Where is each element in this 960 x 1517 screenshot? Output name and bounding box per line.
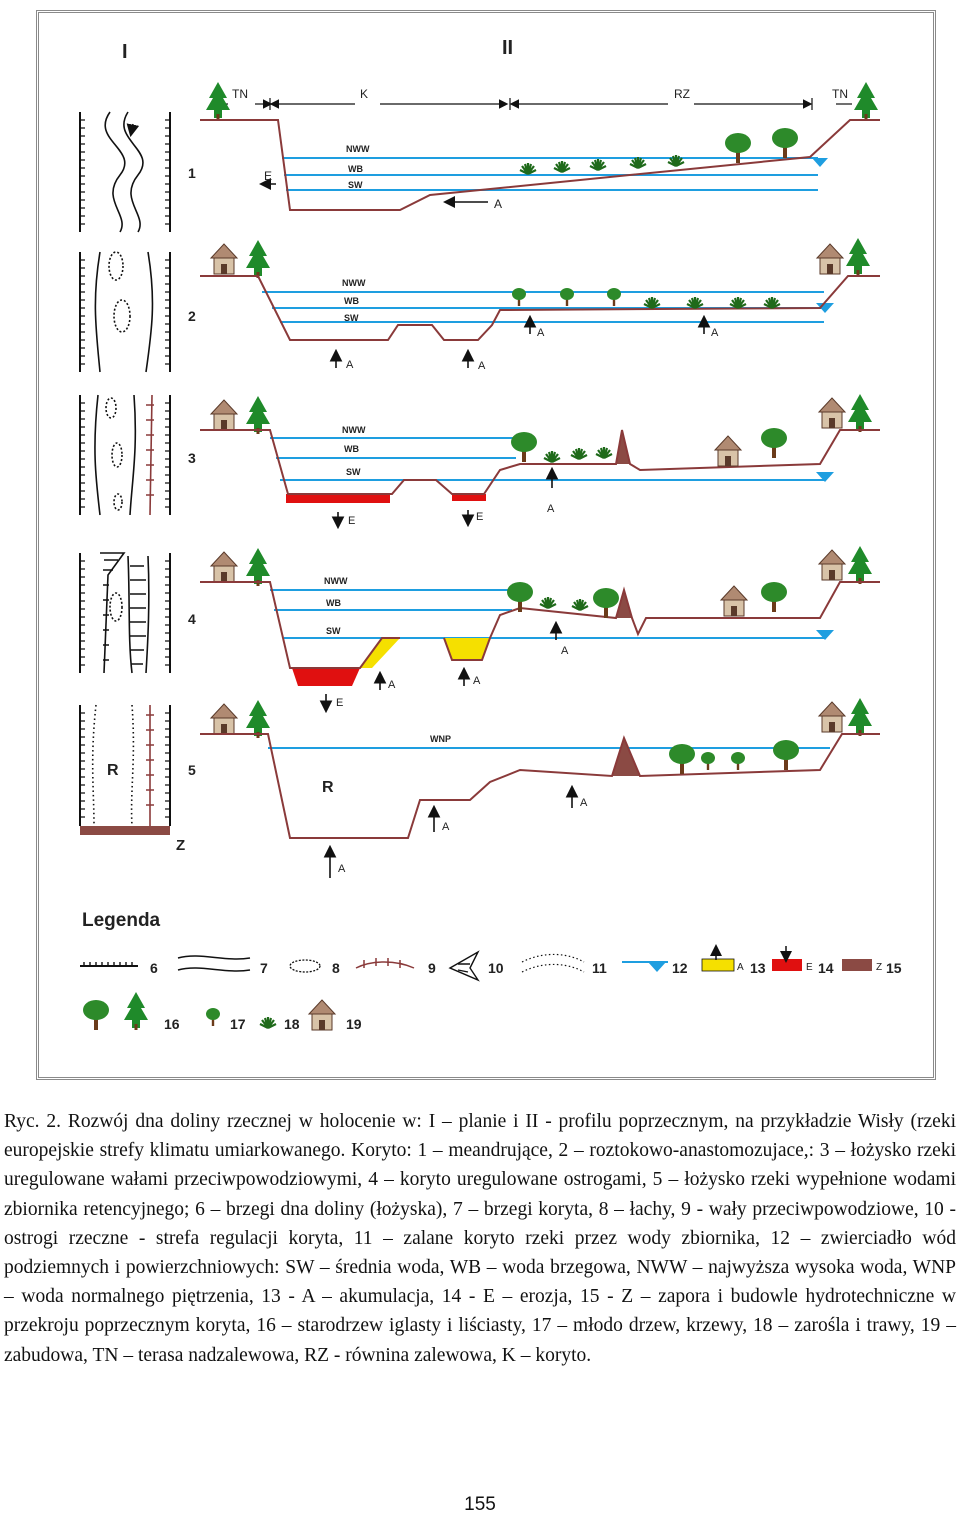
legend-num-11: 11 <box>592 960 607 976</box>
row3-erosion-2: E <box>476 511 483 523</box>
plan-view-5 <box>79 704 171 835</box>
valley-diagram: I II TN K RZ TN 1 2 3 4 5 <box>79 37 902 1032</box>
row1-erosion-label: E <box>264 169 272 183</box>
legend-letter-13: A <box>737 962 744 973</box>
zone-terrace-left: TN <box>232 87 248 101</box>
zone-channel: K <box>360 87 368 101</box>
legend-num-18: 18 <box>284 1016 300 1032</box>
old-trees-icon <box>83 992 148 1030</box>
row1-accum-label: A <box>494 197 502 211</box>
profile-row-2: A A A A NWW WB SW <box>200 238 880 372</box>
row1-sw-label: SW <box>348 180 363 190</box>
row3-nww-label: NWW <box>342 425 366 435</box>
row2-accum-4: A <box>711 327 719 339</box>
row4-accum-2: A <box>473 675 481 687</box>
water-table-icon <box>622 961 668 972</box>
row2-accum-3: A <box>537 327 545 339</box>
legend-num-19: 19 <box>346 1016 362 1032</box>
row2-accum-1: A <box>346 359 354 371</box>
row4-accum-1: A <box>388 679 396 691</box>
plan-view-1 <box>79 111 171 233</box>
plan-view-4 <box>79 552 171 674</box>
profile-row-3: A E E NWW WB SW <box>200 394 880 530</box>
row3-sw-label: SW <box>346 467 361 477</box>
accumulation-icon <box>701 944 735 972</box>
page-number: 155 <box>464 1494 496 1515</box>
legend-title: Legenda <box>82 910 161 931</box>
legend-num-17: 17 <box>230 1016 246 1032</box>
profile-header: II <box>502 37 513 59</box>
row4-accum-3: A <box>561 645 569 657</box>
profile-row-1: E A NWW WB SW <box>200 82 880 211</box>
legend-num-7: 7 <box>260 960 268 976</box>
sandbar-icon <box>289 959 321 973</box>
row5-wnp-label: WNP <box>430 734 451 744</box>
row2-wb-label: WB <box>344 296 359 306</box>
legend-num-13: 13 <box>750 960 766 976</box>
house-icon <box>308 999 336 1031</box>
young-trees-icon <box>206 1008 220 1026</box>
levee-icon <box>355 958 415 969</box>
dam-label: Z <box>176 837 185 854</box>
figure-caption: Ryc. 2. Rozwój dna doliny rzecznej w hol… <box>4 1111 956 1366</box>
row4-wb-label: WB <box>326 598 341 608</box>
row2-nww-label: NWW <box>342 278 366 288</box>
legend-letter-14: E <box>806 962 813 973</box>
shrubs-icon <box>258 1015 278 1030</box>
row-number-4: 4 <box>188 611 196 627</box>
legend-num-15: 15 <box>886 960 902 976</box>
legend-num-12: 12 <box>672 960 688 976</box>
zone-floodplain: RZ <box>674 87 690 101</box>
legend-num-14: 14 <box>818 960 834 976</box>
profile-row-4: A A A E NWW WB SW <box>200 546 880 714</box>
row3-wb-label: WB <box>344 444 359 454</box>
plan-view-2 <box>79 251 171 373</box>
plan-view-3 <box>79 394 171 516</box>
row5-accum-1: A <box>338 863 346 875</box>
legend-num-16: 16 <box>164 1016 180 1032</box>
zone-terrace-right: TN <box>832 87 848 101</box>
row-number-5: 5 <box>188 762 196 778</box>
plan-header: I <box>122 41 128 63</box>
legend-letter-15: Z <box>876 962 882 973</box>
row4-erosion-label: E <box>336 697 343 709</box>
row-number-3: 3 <box>188 450 196 466</box>
figure-frame <box>36 10 936 1080</box>
row2-sw-label: SW <box>344 313 359 323</box>
legend: Legenda 6 7 8 9 10 11 <box>80 910 902 1032</box>
channel-banks-icon <box>177 955 251 972</box>
row-number-2: 2 <box>188 308 196 324</box>
legend-num-8: 8 <box>332 960 340 976</box>
row4-sw-label: SW <box>326 626 341 636</box>
groyne-icon <box>448 950 480 982</box>
dam-icon <box>842 959 872 971</box>
row-number-1: 1 <box>188 165 196 181</box>
row2-accum-2: A <box>478 360 486 372</box>
legend-num-6: 6 <box>150 960 158 976</box>
erosion-icon <box>772 946 802 971</box>
profile-row-5: A A A R WNP <box>200 698 880 878</box>
row1-wb-label: WB <box>348 164 363 174</box>
legend-num-9: 9 <box>428 960 436 976</box>
zone-arrows <box>224 98 852 110</box>
row1-nww-label: NWW <box>346 144 370 154</box>
flooded-channel-icon <box>521 953 585 973</box>
row3-accum-label: A <box>547 503 555 515</box>
row3-erosion-1: E <box>348 515 355 527</box>
row5-accum-3: A <box>580 797 588 809</box>
profile-reservoir-label: R <box>322 779 334 796</box>
row5-accum-2: A <box>442 821 450 833</box>
row4-nww-label: NWW <box>324 576 348 586</box>
valley-edge-icon <box>80 962 138 967</box>
plan-reservoir-label: R <box>107 762 119 779</box>
legend-num-10: 10 <box>488 960 504 976</box>
